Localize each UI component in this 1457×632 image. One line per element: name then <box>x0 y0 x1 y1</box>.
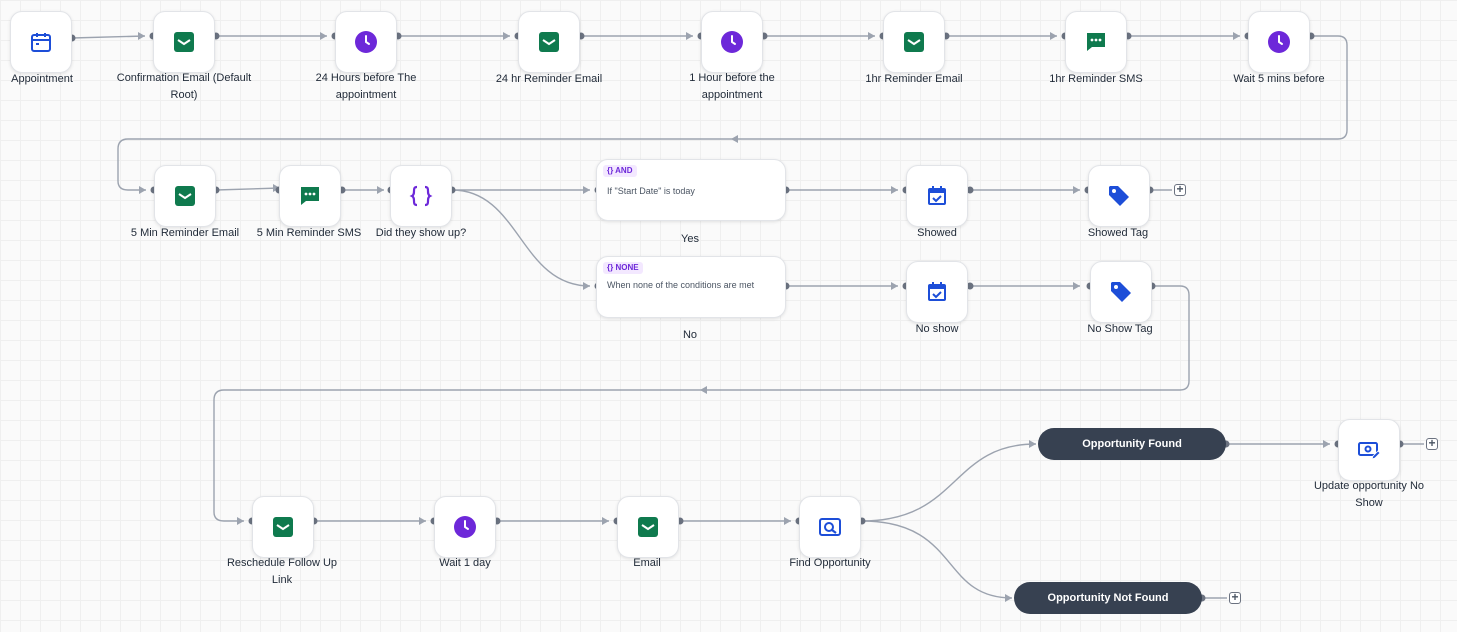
add-step-button[interactable]: + <box>1229 591 1241 604</box>
chat-icon <box>1084 30 1108 54</box>
reschedule-email-label: Reschedule Follow Up Link <box>226 557 338 586</box>
envelope-icon <box>271 515 295 539</box>
reminder-1h-email-node[interactable] <box>883 11 945 73</box>
envelope-icon <box>173 184 197 208</box>
appointment-label: Appointment <box>11 73 73 85</box>
clock-icon <box>1267 30 1291 54</box>
find-opportunity-node[interactable] <box>799 496 861 558</box>
confirmation-email-node[interactable] <box>153 11 215 73</box>
no-show-node[interactable] <box>906 261 968 323</box>
showed-node[interactable] <box>906 165 968 227</box>
reminder-24h-email-label: 24 hr Reminder Email <box>495 73 603 85</box>
reminder-5m-email-label: 5 Min Reminder Email <box>130 227 240 239</box>
money-edit-icon <box>1357 438 1381 462</box>
tag-icon <box>1109 280 1133 304</box>
yes-branch-label: Yes <box>681 233 699 245</box>
envelope-icon <box>902 30 926 54</box>
calendar-icon <box>29 30 53 54</box>
search-icon <box>818 515 842 539</box>
did-they-show-label: Did they show up? <box>375 227 467 239</box>
none-badge-text: NONE <box>615 263 639 272</box>
add-step-button[interactable]: + <box>1426 437 1438 450</box>
calendar-check-icon <box>925 280 949 304</box>
wait-24h-label: 24 Hours before The appointment <box>315 72 417 101</box>
email-node[interactable] <box>617 496 679 558</box>
wait-5m-label: Wait 5 mins before <box>1233 73 1325 85</box>
none-badge: {} NONE <box>603 262 643 274</box>
update-opportunity-label: Update opportunity No Show <box>1313 480 1425 509</box>
reminder-5m-sms-node[interactable] <box>279 165 341 227</box>
email-label: Email <box>633 557 661 569</box>
add-step-button[interactable]: + <box>1174 183 1186 196</box>
appointment-trigger-node[interactable] <box>10 11 72 73</box>
clock-icon <box>354 30 378 54</box>
yes-condition-text: If "Start Date" is today <box>607 186 695 196</box>
reminder-5m-sms-label: 5 Min Reminder SMS <box>256 227 362 239</box>
opportunity-found-pill[interactable]: Opportunity Found <box>1038 428 1226 460</box>
wait-1h-node[interactable] <box>701 11 763 73</box>
yes-condition-card[interactable]: {} AND If "Start Date" is today <box>596 159 786 221</box>
calendar-check-icon <box>925 184 949 208</box>
wait-1d-node[interactable] <box>434 496 496 558</box>
no-condition-card[interactable]: {} NONE When none of the conditions are … <box>596 256 786 318</box>
wait-1h-label: 1 Hour before the appointment <box>689 72 775 101</box>
update-opportunity-node[interactable] <box>1338 419 1400 481</box>
did-they-show-node[interactable] <box>390 165 452 227</box>
tag-icon <box>1107 184 1131 208</box>
no-condition-text: When none of the conditions are met <box>607 280 755 290</box>
chat-icon <box>298 184 322 208</box>
reminder-1h-sms-node[interactable] <box>1065 11 1127 73</box>
reminder-1h-sms-label: 1hr Reminder SMS <box>1049 73 1143 85</box>
showed-tag-label: Showed Tag <box>1087 227 1149 239</box>
envelope-icon <box>636 515 660 539</box>
wait-5m-node[interactable] <box>1248 11 1310 73</box>
envelope-icon <box>537 30 561 54</box>
no-show-tag-label: No Show Tag <box>1087 323 1153 335</box>
wait-24h-node[interactable] <box>335 11 397 73</box>
showed-label: Showed <box>917 227 957 239</box>
reschedule-email-node[interactable] <box>252 496 314 558</box>
showed-tag-node[interactable] <box>1088 165 1150 227</box>
clock-icon <box>453 515 477 539</box>
find-opportunity-label: Find Opportunity <box>789 557 871 569</box>
reminder-24h-email-node[interactable] <box>518 11 580 73</box>
and-badge: {} AND <box>603 165 637 177</box>
braces-icon <box>409 184 433 208</box>
reminder-5m-email-node[interactable] <box>154 165 216 227</box>
no-show-label: No show <box>915 323 959 335</box>
opportunity-not-found-pill[interactable]: Opportunity Not Found <box>1014 582 1202 614</box>
confirmation-email-label: Confirmation Email (Default Root) <box>116 72 252 101</box>
clock-icon <box>720 30 744 54</box>
envelope-icon <box>172 30 196 54</box>
no-branch-label: No <box>682 329 698 341</box>
wait-1d-label: Wait 1 day <box>439 557 491 569</box>
reminder-1h-email-label: 1hr Reminder Email <box>865 73 963 85</box>
and-badge-text: AND <box>615 166 633 175</box>
no-show-tag-node[interactable] <box>1090 261 1152 323</box>
